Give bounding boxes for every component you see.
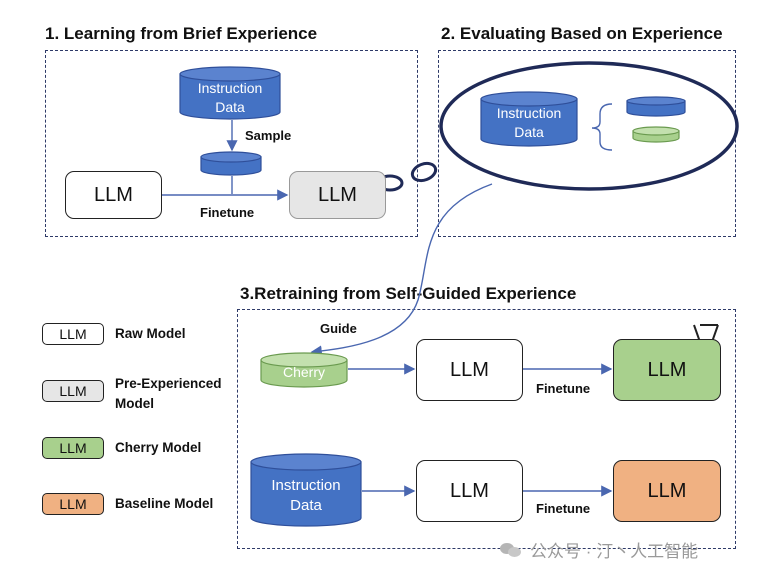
legend-box-baseline: LLM <box>42 493 104 515</box>
instruction-data-cylinder-3 <box>250 453 362 527</box>
panel-evaluating <box>438 50 736 237</box>
raw-llm-box-3: LLM <box>416 460 523 522</box>
legend-text-raw: Raw Model <box>115 326 186 341</box>
selected-blue-cylinder <box>626 96 686 117</box>
panel-retraining <box>237 309 736 549</box>
cherry-label: Cherry <box>282 364 325 380</box>
finetune-label-2: Finetune <box>536 381 591 396</box>
legend-box-cherry: LLM <box>42 437 104 459</box>
pre-experienced-llm-box: LLM <box>289 171 386 219</box>
watermark-text: 公众号 · 汀丶人工智能 <box>530 542 699 561</box>
watermark: 公众号 · 汀丶人工智能 <box>500 537 698 562</box>
sample-data-cylinder <box>200 151 262 176</box>
instruction-data-cylinder-2 <box>480 91 578 147</box>
legend-text-cherry: Cherry Model <box>115 440 202 455</box>
zoom-link-2 <box>410 161 438 183</box>
guide-arrow <box>310 183 493 357</box>
wechat-icon <box>500 541 522 559</box>
instruction-data-cylinder-1 <box>179 66 281 120</box>
guide-label: Guide <box>320 321 357 336</box>
cherry-data-cylinder <box>260 352 348 388</box>
panel-learning <box>45 50 418 237</box>
legend-text-pre-experienced: Pre-Experienced Model <box>115 376 222 411</box>
cherry-green-cylinder-small <box>632 126 680 143</box>
raw-llm-box-2: LLM <box>416 339 523 401</box>
legend-box-raw: LLM <box>42 323 104 345</box>
legend-box-pre-experienced: LLM <box>42 380 104 402</box>
finetune-label-1: Finetune <box>200 205 255 220</box>
cherry-llm-box: LLM <box>613 339 721 401</box>
raw-llm-box-1: LLM <box>65 171 162 219</box>
split-brace <box>591 103 613 151</box>
sample-label: Sample <box>245 128 292 143</box>
finetune-label-3: Finetune <box>536 501 591 516</box>
section-3-title: 3.Retraining from Self-Guided Experience <box>240 284 577 303</box>
legend-text-baseline: Baseline Model <box>115 496 214 511</box>
section-1-title: 1. Learning from Brief Experience <box>45 24 318 43</box>
section-2-title: 2. Evaluating Based on Experience <box>441 24 723 43</box>
baseline-llm-box: LLM <box>613 460 721 522</box>
